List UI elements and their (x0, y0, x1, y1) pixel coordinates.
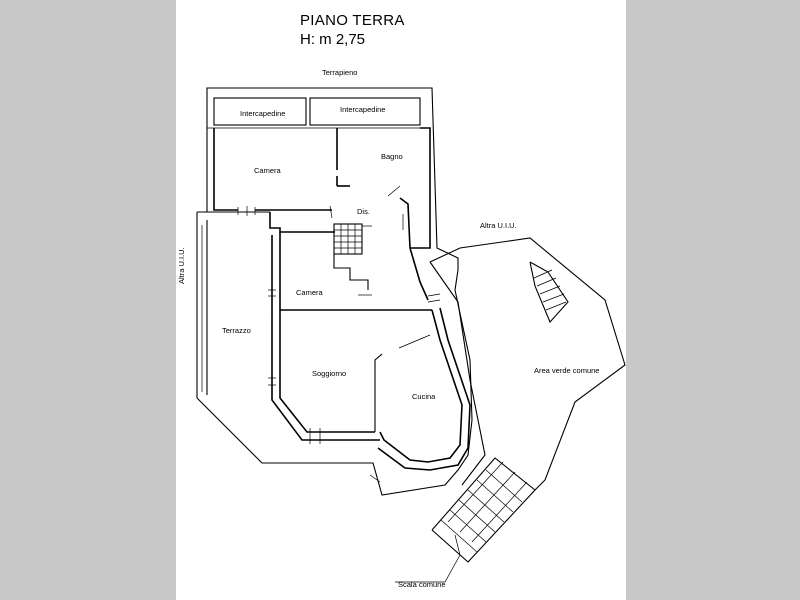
soggiorno-walls (268, 310, 383, 444)
label-camera-top: Camera (254, 166, 282, 175)
label-intercapedine-right: Intercapedine (340, 105, 385, 114)
upper-rooms-walls (213, 127, 431, 249)
label-terrazzo: Terrazzo (222, 326, 251, 335)
disimpegno-walls (269, 197, 429, 301)
label-cucina: Cucina (412, 392, 436, 401)
label-intercapedine-left: Intercapedine (240, 109, 285, 118)
label-camera-mid: Camera (296, 288, 324, 297)
label-terrapieno: Terrapieno (322, 68, 357, 77)
area-verde-boundary (429, 237, 626, 491)
label-area-verde: Area verde comune (534, 366, 599, 375)
label-bagno: Bagno (381, 152, 403, 161)
label-scala-comune: Scala comune (398, 580, 446, 589)
label-altra-uiu-left: Altra U.I.U. (177, 247, 186, 284)
plan-title: PIANO TERRA (300, 12, 405, 29)
drawing-sheet (176, 0, 626, 600)
label-dis: Dis. (357, 207, 370, 216)
intercapedine-band (207, 97, 421, 129)
label-altra-uiu-right: Altra U.I.U. (480, 221, 517, 230)
label-soggiorno: Soggiorno (312, 369, 346, 378)
scala-comune (395, 457, 536, 583)
ceiling-height-label: H: m 2,75 (300, 31, 366, 48)
cucina-walls (369, 293, 471, 483)
outer-walls (196, 87, 473, 496)
